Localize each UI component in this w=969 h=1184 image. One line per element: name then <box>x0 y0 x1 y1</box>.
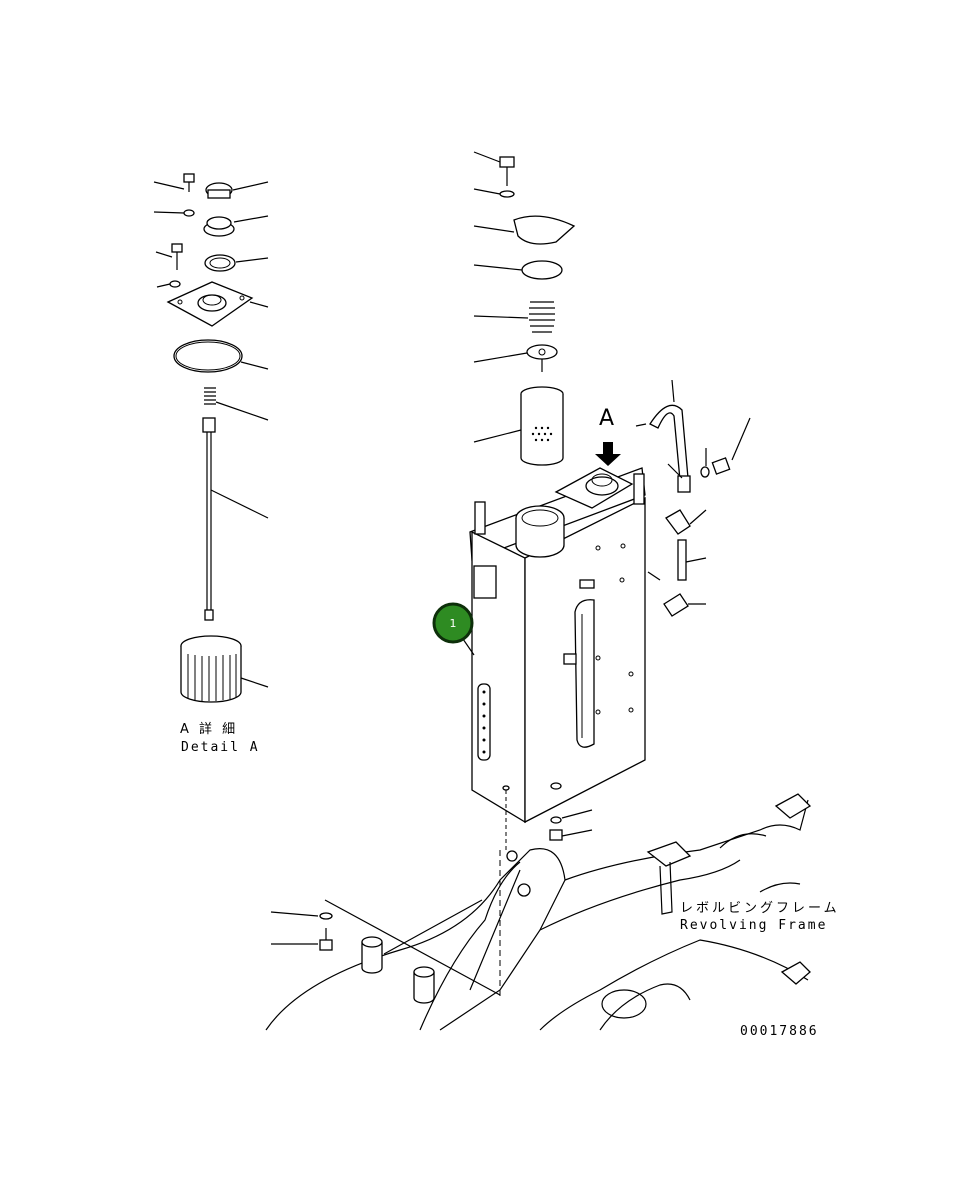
detail-a-exploded-view: A 詳 細 Detail A <box>153 173 269 755</box>
pipe-clamp[interactable] <box>667 463 691 493</box>
detail-bolt[interactable] <box>153 173 195 192</box>
filter-element[interactable] <box>473 386 564 466</box>
frame-label-jp: レボルビングフレーム <box>680 901 840 916</box>
detail-label-en: Detail A <box>181 740 260 755</box>
frame-label-en: Revolving Frame <box>680 918 827 933</box>
filter-spring[interactable] <box>473 301 555 333</box>
detail-washer-2[interactable] <box>156 280 181 288</box>
clamp-bolt[interactable] <box>700 417 751 478</box>
elbow-fitting[interactable] <box>665 509 707 535</box>
detail-cover-plate[interactable] <box>166 281 269 327</box>
callout-badge-number: 1 <box>450 617 457 630</box>
detail-strainer[interactable] <box>180 635 269 703</box>
frame-spacers[interactable] <box>270 899 483 1004</box>
drawing-number: 00017886 <box>740 1024 819 1039</box>
view-marker-a: A <box>595 406 621 466</box>
hydraulic-tank[interactable] <box>469 467 646 824</box>
filter-bolt[interactable] <box>473 151 515 186</box>
detail-flange-ring[interactable] <box>203 215 269 237</box>
detail-bolt-2[interactable] <box>155 243 183 270</box>
detail-gasket[interactable] <box>204 254 269 272</box>
filter-o-ring[interactable] <box>473 260 563 280</box>
elbow-fitting-2[interactable] <box>647 571 706 617</box>
detail-spring[interactable] <box>204 387 269 421</box>
detail-rod[interactable] <box>202 417 269 621</box>
detail-label-jp: A 詳 細 <box>180 721 238 737</box>
revolving-frame <box>265 793 812 1031</box>
filter-valve[interactable] <box>473 344 558 372</box>
pipe-nipple[interactable] <box>677 539 707 581</box>
filter-cover[interactable] <box>473 215 576 245</box>
callout-badge-1[interactable]: 1 <box>432 602 474 644</box>
view-marker-letter: A <box>599 406 614 431</box>
return-pipe[interactable] <box>635 379 689 481</box>
detail-washer[interactable] <box>153 209 195 217</box>
filter-washer[interactable] <box>473 188 515 198</box>
detail-o-ring[interactable] <box>173 339 269 373</box>
filter-exploded-view <box>473 151 576 466</box>
view-arrow-icon <box>595 442 621 466</box>
detail-cap[interactable] <box>205 181 269 199</box>
tank-mount-bolts[interactable] <box>502 785 593 850</box>
